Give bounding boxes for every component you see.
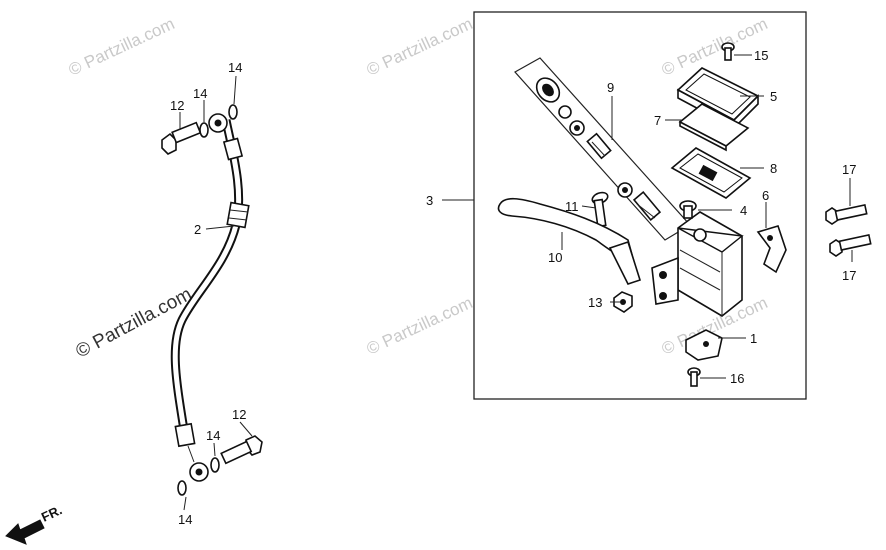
callout-12-bottom: 12	[232, 407, 246, 422]
lever-pivot-bolt	[591, 191, 609, 228]
diaphragm-plate	[678, 103, 750, 152]
brake-lever	[497, 197, 641, 285]
callout-14-top-b: 14	[228, 60, 242, 75]
sealing-washer	[177, 480, 187, 496]
master-cylinder-body	[651, 211, 744, 317]
sealing-washer	[210, 457, 220, 473]
hose-clamp	[226, 201, 250, 229]
callout-15: 15	[754, 48, 768, 63]
callout-9: 9	[607, 80, 614, 95]
lever-nut	[613, 291, 633, 313]
brake-hose	[170, 113, 250, 482]
callout-6: 6	[762, 188, 769, 203]
callout-1: 1	[750, 331, 757, 346]
piston-kit-panel	[514, 57, 691, 241]
watermark: © Partzilla.com	[364, 14, 476, 80]
callout-5: 5	[770, 89, 777, 104]
holder-bracket	[756, 225, 787, 274]
callout-17-top: 17	[842, 162, 856, 177]
watermark: © Partzilla.com	[66, 14, 178, 80]
brake-light-switch	[685, 329, 723, 361]
callout-14-bottom-a: 14	[206, 428, 220, 443]
callout-13: 13	[588, 295, 602, 310]
diaphragm	[670, 147, 752, 199]
callout-7: 7	[654, 113, 661, 128]
callout-10: 10	[548, 250, 562, 265]
direction-label: FR.	[39, 502, 64, 524]
callout-11: 11	[565, 199, 579, 214]
callout-12-top: 12	[170, 98, 184, 113]
callout-17-bottom: 17	[842, 268, 856, 283]
callout-4: 4	[740, 203, 747, 218]
callout-14-bottom-b: 14	[178, 512, 192, 527]
holder-bolts	[825, 204, 872, 257]
lever-pin	[679, 200, 697, 219]
switch-screw	[687, 367, 701, 387]
front-direction-arrow: FR.	[5, 502, 64, 545]
callouts: 1 2 3 4 5 6 7 8 9 10 11 12 12 13 14 14 1…	[170, 48, 856, 527]
callout-3: 3	[426, 193, 433, 208]
callout-14-top-a: 14	[193, 86, 207, 101]
top-banjo-bolt	[161, 104, 238, 155]
watermark: © Partzilla.com	[659, 14, 771, 80]
bottom-banjo-bolt	[177, 435, 263, 496]
callout-2: 2	[194, 222, 201, 237]
callout-8: 8	[770, 161, 777, 176]
reservoir-screw	[721, 42, 735, 61]
leader-lines	[179, 54, 853, 511]
sealing-washer	[228, 104, 238, 120]
callout-16: 16	[730, 371, 744, 386]
watermarks: © Partzilla.com © Partzilla.com © Partzi…	[66, 14, 771, 362]
sealing-washer	[199, 122, 209, 138]
assembly-box	[473, 11, 807, 400]
watermark: © Partzilla.com	[364, 293, 476, 359]
